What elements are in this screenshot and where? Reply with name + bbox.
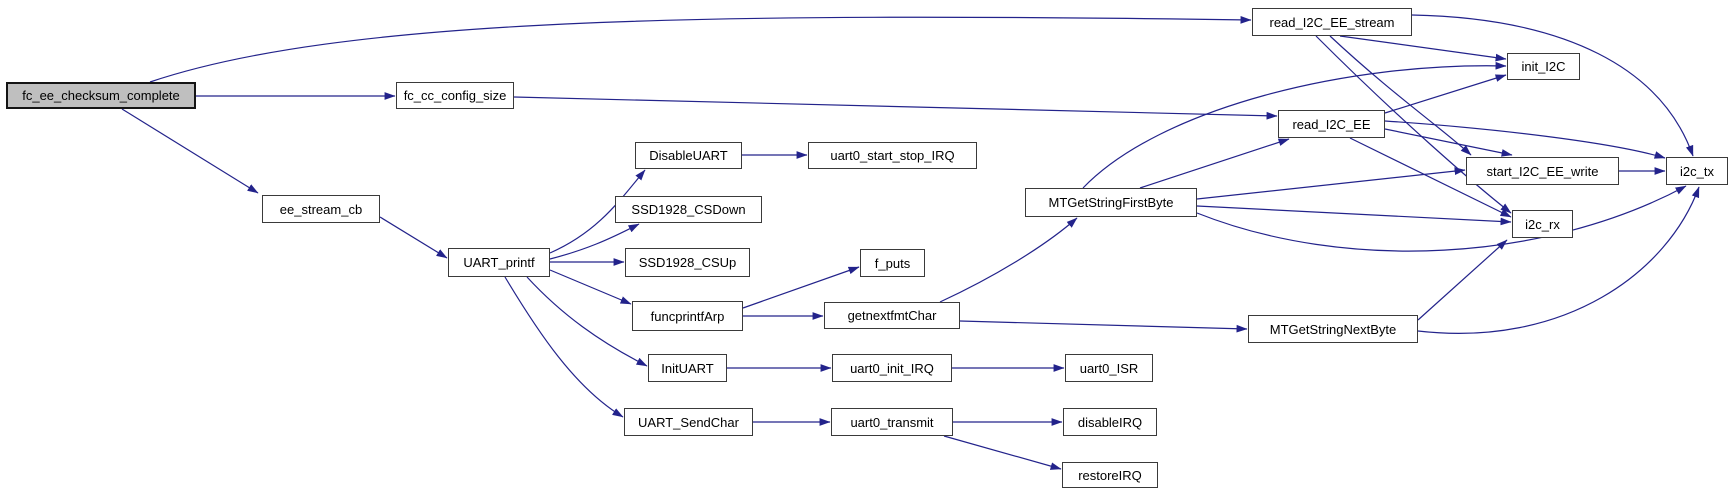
edge-read_I2C_EE_stream-to-i2c_rx <box>1315 35 1512 214</box>
node-uart0_init_IRQ[interactable]: uart0_init_IRQ <box>832 354 952 382</box>
node-start_I2C_EE_write[interactable]: start_I2C_EE_write <box>1466 157 1619 185</box>
edge-UART_printf-to-DisableUART <box>549 169 646 254</box>
edge-MTGetStringFirstByte-to-read_I2C_EE <box>1139 138 1290 189</box>
node-label: init_I2C <box>1521 59 1566 74</box>
edge-read_I2C_EE_stream-to-init_I2C <box>1339 35 1507 62</box>
edge-fc_ee_checksum_complete-to-read_I2C_EE_stream <box>149 15 1252 83</box>
node-disableIRQ[interactable]: disableIRQ <box>1063 408 1157 436</box>
edge-MTGetStringFirstByte-to-init_I2C <box>1082 61 1507 189</box>
node-read_I2C_EE_stream[interactable]: read_I2C_EE_stream <box>1252 8 1412 36</box>
edge-uart0_transmit-to-restoreIRQ <box>943 435 1062 470</box>
edge-fc_cc_config_size-to-read_I2C_EE <box>513 96 1278 120</box>
node-read_I2C_EE[interactable]: read_I2C_EE <box>1278 110 1385 138</box>
node-init_I2C[interactable]: init_I2C <box>1507 53 1580 80</box>
edge-fc_ee_checksum_complete-to-ee_stream_cb <box>121 108 259 194</box>
node-uart0_transmit[interactable]: uart0_transmit <box>831 408 953 436</box>
edge-UART_printf-to-InitUART <box>526 276 648 367</box>
node-SSD1928_CSDown[interactable]: SSD1928_CSDown <box>615 196 762 223</box>
edge-read_I2C_EE-to-init_I2C <box>1384 74 1507 114</box>
edge-UART_printf-to-UART_SendChar <box>504 276 624 418</box>
edge-funcprintfArp-to-f_puts <box>742 266 860 309</box>
node-label: UART_SendChar <box>638 414 739 430</box>
edge-read_I2C_EE-to-i2c_rx <box>1349 137 1512 218</box>
node-label: uart0_ISR <box>1079 360 1139 376</box>
node-funcprintfArp[interactable]: funcprintfArp <box>632 301 743 331</box>
node-i2c_tx[interactable]: i2c_tx <box>1666 157 1728 185</box>
node-fc_ee_checksum_complete: fc_ee_checksum_complete <box>6 82 196 109</box>
node-label: uart0_start_stop_IRQ <box>830 148 955 163</box>
edge-MTGetStringNextByte-to-i2c_rx <box>1417 239 1508 321</box>
node-label: f_puts <box>874 255 911 271</box>
node-i2c_rx[interactable]: i2c_rx <box>1512 210 1573 238</box>
node-MTGetStringFirstByte[interactable]: MTGetStringFirstByte <box>1025 188 1197 217</box>
node-label: read_I2C_EE <box>1292 116 1371 132</box>
node-label: funcprintfArp <box>650 308 725 324</box>
node-label: MTGetStringFirstByte <box>1048 195 1174 210</box>
edge-MTGetStringFirstByte-to-i2c_tx <box>1196 185 1687 252</box>
node-DisableUART[interactable]: DisableUART <box>635 142 742 169</box>
node-label: DisableUART <box>649 148 728 163</box>
node-f_puts[interactable]: f_puts <box>860 249 925 277</box>
edge-MTGetStringFirstByte-to-start_I2C_EE_write <box>1196 167 1466 200</box>
edge-MTGetStringFirstByte-to-i2c_rx <box>1196 205 1512 226</box>
edge-getnextfmtChar-to-MTGetStringNextByte <box>959 320 1248 333</box>
node-label: read_I2C_EE_stream <box>1269 14 1395 30</box>
node-label: disableIRQ <box>1077 414 1143 430</box>
node-label: restoreIRQ <box>1078 467 1142 483</box>
node-UART_SendChar[interactable]: UART_SendChar <box>624 408 753 436</box>
node-label: i2c_tx <box>1680 163 1714 179</box>
node-label: i2c_rx <box>1525 216 1560 232</box>
node-label: getnextfmtChar <box>847 308 937 323</box>
node-label: InitUART <box>661 360 714 376</box>
edge-UART_printf-to-funcprintfArp <box>549 269 632 305</box>
edge-read_I2C_EE-to-i2c_tx <box>1384 120 1666 159</box>
edge-read_I2C_EE-to-start_I2C_EE_write <box>1384 128 1513 157</box>
node-getnextfmtChar[interactable]: getnextfmtChar <box>824 302 960 329</box>
node-label: start_I2C_EE_write <box>1486 163 1599 179</box>
node-label: UART_printf <box>463 255 535 270</box>
node-uart0_start_stop_IRQ[interactable]: uart0_start_stop_IRQ <box>808 142 977 169</box>
node-InitUART[interactable]: InitUART <box>648 354 727 382</box>
node-label: SSD1928_CSUp <box>638 255 737 270</box>
node-restoreIRQ[interactable]: restoreIRQ <box>1062 462 1158 488</box>
node-label: uart0_init_IRQ <box>850 360 934 376</box>
node-label: ee_stream_cb <box>279 201 363 217</box>
edge-read_I2C_EE_stream-to-start_I2C_EE_write <box>1329 35 1472 156</box>
node-ee_stream_cb[interactable]: ee_stream_cb <box>262 195 380 223</box>
node-label: MTGetStringNextByte <box>1269 321 1397 337</box>
edge-read_I2C_EE_stream-to-i2c_tx <box>1411 14 1694 157</box>
node-SSD1928_CSUp[interactable]: SSD1928_CSUp <box>625 248 750 277</box>
node-UART_printf[interactable]: UART_printf <box>448 248 550 277</box>
node-label: uart0_transmit <box>850 414 934 430</box>
node-label: fc_ee_checksum_complete <box>22 88 180 103</box>
node-label: fc_cc_config_size <box>403 88 507 103</box>
edge-UART_printf-to-SSD1928_CSDown <box>549 223 640 260</box>
edge-ee_stream_cb-to-UART_printf <box>379 216 448 259</box>
node-MTGetStringNextByte[interactable]: MTGetStringNextByte <box>1248 315 1418 343</box>
node-uart0_ISR[interactable]: uart0_ISR <box>1065 354 1153 382</box>
node-fc_cc_config_size[interactable]: fc_cc_config_size <box>396 82 514 109</box>
edge-MTGetStringNextByte-to-i2c_tx <box>1417 186 1700 334</box>
edge-getnextfmtChar-to-MTGetStringFirstByte <box>939 217 1078 303</box>
node-label: SSD1928_CSDown <box>631 202 746 217</box>
